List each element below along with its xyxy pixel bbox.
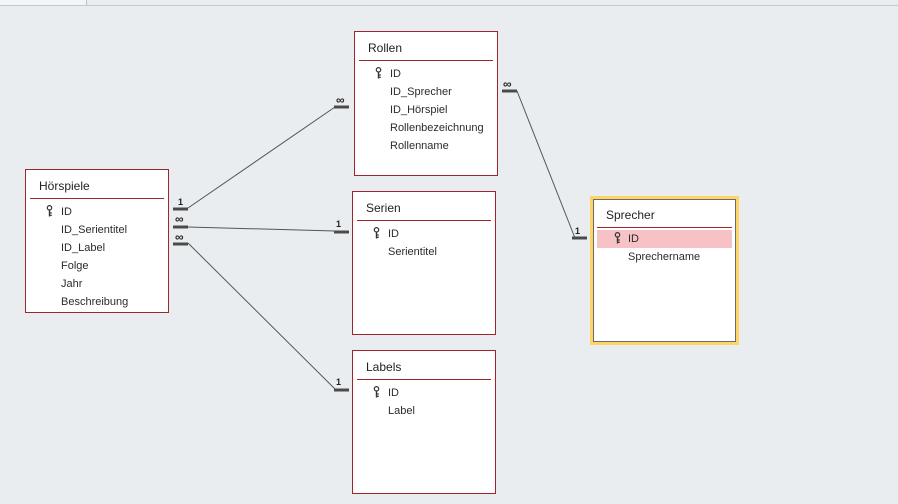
relation-line-hoerspiele-labels [187, 242, 336, 390]
primary-key-icon [375, 67, 382, 79]
cardinality-one-label: 1 [336, 219, 342, 229]
field-name: ID [388, 228, 399, 240]
field-row[interactable]: ID [353, 384, 495, 402]
title-divider [30, 198, 164, 199]
field-row[interactable]: Folge [26, 257, 168, 275]
table-title: Rollen [368, 41, 403, 55]
field-name: Rollenbezeichnung [390, 122, 484, 134]
title-divider [359, 60, 493, 61]
field-name: ID [390, 68, 401, 80]
cardinality-one-label: 1 [575, 226, 581, 236]
field-name: ID [388, 387, 399, 399]
primary-key-icon [373, 386, 380, 398]
relation-line-hoerspiele-rollen [187, 106, 336, 209]
field-row[interactable]: ID [353, 225, 495, 243]
field-name: ID [628, 233, 639, 245]
field-row[interactable]: ID [26, 203, 168, 221]
cardinality-one-label: 1 [336, 377, 342, 387]
field-row[interactable]: ID_Hörspiel [355, 101, 497, 119]
field-list: ID ID_Sprecher ID_Hörspiel Rollenbezeich… [355, 65, 497, 155]
field-row[interactable]: Jahr [26, 275, 168, 293]
document-tab-strip [0, 0, 898, 6]
table-title: Sprecher [606, 208, 655, 222]
cardinality-many-label: ∞ [175, 212, 184, 226]
table-title: Hörspiele [39, 179, 90, 193]
relation-line-rollen-sprecher [516, 90, 576, 239]
field-name: Serientitel [388, 246, 437, 258]
table-title: Labels [366, 360, 402, 374]
field-row-selected[interactable]: ID [597, 230, 732, 248]
field-name: Label [388, 405, 415, 417]
field-name: Sprechername [628, 251, 701, 263]
field-list: ID Sprechername [597, 230, 732, 266]
field-name: ID_Hörspiel [390, 104, 448, 116]
primary-key-icon [46, 205, 53, 217]
field-name: Jahr [61, 278, 83, 290]
field-name: Folge [61, 260, 89, 272]
field-row[interactable]: ID [355, 65, 497, 83]
table-hoerspiele[interactable]: Hörspiele ID ID_Serientitel ID_Label Fol… [25, 169, 169, 313]
cardinality-one-label: 1 [178, 197, 184, 207]
cardinality-many-label: ∞ [503, 77, 512, 91]
field-name: Rollenname [390, 140, 449, 152]
field-name: ID_Sprecher [390, 86, 452, 98]
field-row[interactable]: Rollenname [355, 137, 497, 155]
field-row[interactable]: Serientitel [353, 243, 495, 261]
field-row[interactable]: Beschreibung [26, 293, 168, 311]
field-row[interactable]: Sprechername [597, 248, 732, 266]
primary-key-icon [614, 232, 621, 244]
field-name: ID [61, 206, 72, 218]
cardinality-many-label: ∞ [175, 230, 184, 244]
field-row[interactable]: ID_Sprecher [355, 83, 497, 101]
relation-line-hoerspiele-serien [187, 226, 336, 232]
field-row[interactable]: Label [353, 402, 495, 420]
field-name: ID_Label [61, 242, 106, 254]
cardinality-many-label: ∞ [336, 93, 345, 107]
title-divider [357, 220, 491, 221]
title-divider [597, 227, 732, 228]
document-tab[interactable] [0, 0, 87, 5]
table-title: Serien [366, 201, 401, 215]
field-row[interactable]: ID_Label [26, 239, 168, 257]
primary-key-icon [373, 227, 380, 239]
field-list: ID Serientitel [353, 225, 495, 261]
field-list: ID Label [353, 384, 495, 420]
field-list: ID ID_Serientitel ID_Label Folge Jahr Be… [26, 203, 168, 311]
title-divider [357, 379, 491, 380]
table-serien[interactable]: Serien ID Serientitel [352, 191, 496, 335]
field-row[interactable]: Rollenbezeichnung [355, 119, 497, 137]
field-row[interactable]: ID_Serientitel [26, 221, 168, 239]
field-name: Beschreibung [61, 296, 129, 308]
field-name: ID_Serientitel [61, 224, 128, 236]
table-rollen[interactable]: Rollen ID ID_Sprecher ID_Hörspiel Rollen… [354, 31, 498, 176]
table-labels[interactable]: Labels ID Label [352, 350, 496, 494]
table-sprecher[interactable]: Sprecher ID Sprechername [590, 196, 739, 345]
